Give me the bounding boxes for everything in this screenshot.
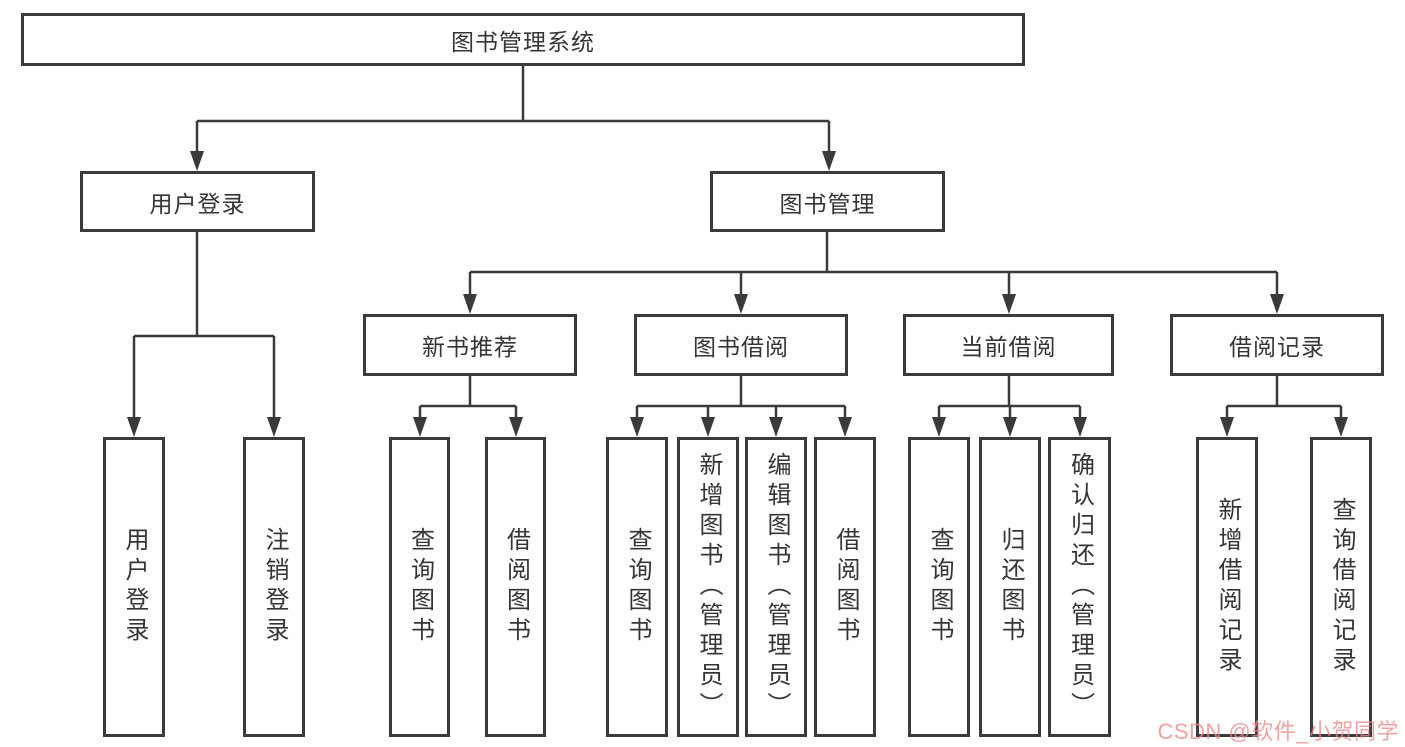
csdn-watermark: CSDN @软件_小贺同学: [1157, 719, 1399, 744]
node-user-login: 用户登录: [80, 171, 315, 232]
leaf-edit-books-admin: 编辑图书（管理员）: [745, 437, 807, 737]
node-system-root: 图书管理系统: [21, 13, 1025, 66]
leaf-add-books-admin: 新增图书（管理员）: [677, 437, 739, 737]
leaf-query-borrow-record: 查询借阅记录: [1310, 437, 1372, 737]
leaf-logout: 注销登录: [243, 437, 305, 737]
leaf-confirm-return-admin: 确认归还（管理员）: [1048, 437, 1111, 737]
leaf-add-borrow-record: 新增借阅记录: [1196, 437, 1258, 737]
leaf-borrow-books: 借阅图书: [814, 437, 876, 737]
node-book-borrow: 图书借阅: [634, 314, 848, 376]
leaf-recommend-query-books: 查询图书: [389, 437, 450, 737]
leaf-borrow-query-books: 查询图书: [606, 437, 668, 737]
leaf-recommend-borrow-books: 借阅图书: [485, 437, 546, 737]
node-new-book-recommend: 新书推荐: [363, 314, 577, 376]
node-book-management: 图书管理: [710, 171, 945, 232]
node-current-borrow: 当前借阅: [903, 314, 1114, 376]
leaf-return-books: 归还图书: [979, 437, 1041, 737]
leaf-current-query-books: 查询图书: [908, 437, 970, 737]
leaf-user-login: 用户登录: [103, 437, 165, 737]
node-borrow-records: 借阅记录: [1170, 314, 1384, 376]
